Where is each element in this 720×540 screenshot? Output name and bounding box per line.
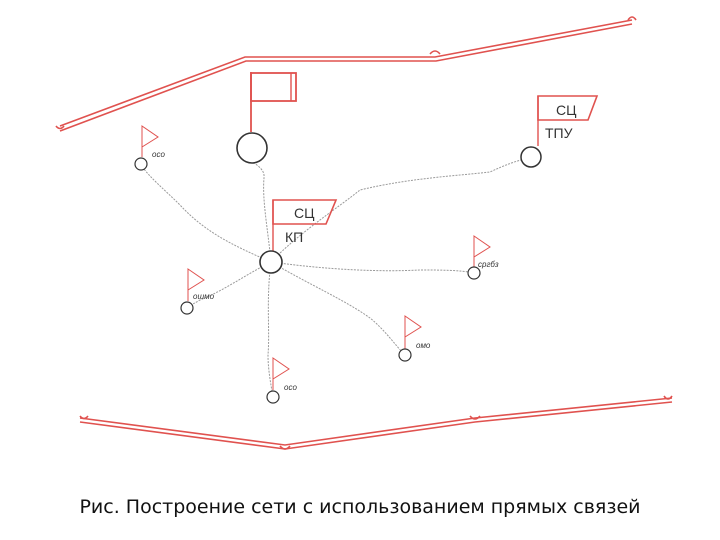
- kp-flag-label: СЦ: [294, 205, 315, 221]
- oshmo-label: ошмо: [193, 292, 215, 301]
- oso-bottom-label: осо: [284, 383, 297, 392]
- omo-node: [398, 348, 412, 362]
- oshmo-node: [180, 301, 194, 315]
- oso-top-label: осо: [152, 150, 165, 159]
- figure-caption: Рис. Построение сети с использованием пр…: [79, 496, 641, 518]
- link-kp-oso-top: [140, 164, 272, 263]
- tpu-node: [520, 146, 542, 168]
- link-kp-omo: [270, 261, 406, 356]
- oso-top-station: осо: [134, 125, 165, 171]
- omo-station: омо: [398, 315, 431, 362]
- link-kp-main: [252, 161, 272, 263]
- tpu-label: ТПУ: [545, 125, 573, 141]
- oso-top-node: [134, 157, 148, 171]
- link-kp-tpu: [270, 157, 531, 263]
- srgbz-label: сргбз: [478, 260, 499, 269]
- kp-label: КП: [285, 229, 303, 245]
- tpu-station: СЦ ТПУ: [520, 95, 599, 168]
- link-kp-srgbz: [270, 261, 475, 274]
- top-boundary: [55, 16, 637, 132]
- tpu-flag-label: СЦ: [556, 102, 577, 118]
- main-station: [236, 72, 297, 164]
- srgbz-node: [467, 266, 481, 280]
- kp-node: [259, 250, 283, 274]
- main-station-node: [236, 132, 268, 164]
- omo-label: омо: [416, 341, 431, 350]
- kp-station: СЦ КП: [259, 199, 338, 274]
- bottom-boundary: [79, 395, 673, 450]
- oshmo-station: ошмо: [180, 268, 215, 315]
- srgbz-station: сргбз: [467, 235, 499, 280]
- link-kp-oso-bottom: [267, 261, 274, 398]
- oso-bottom-station: осо: [266, 357, 297, 404]
- oso-bottom-node: [266, 390, 280, 404]
